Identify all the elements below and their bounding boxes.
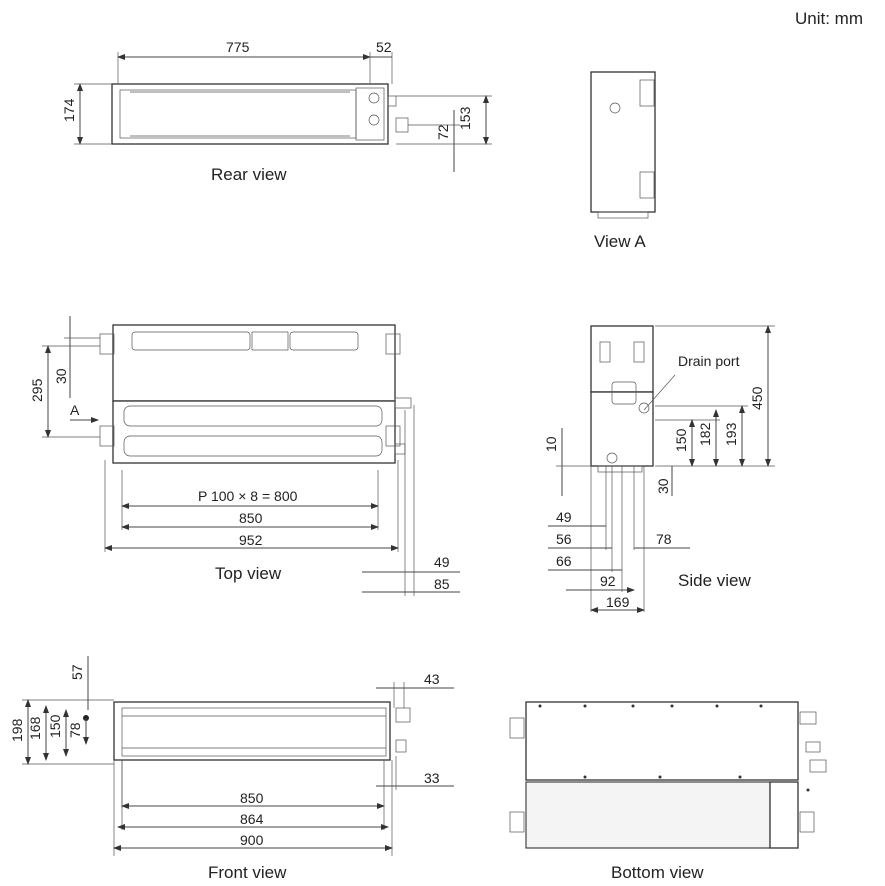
side-view: 450 193 182 150 30 10 Drain port 49 56 6… bbox=[543, 325, 775, 613]
dim-168: 168 bbox=[27, 716, 43, 740]
front-view: 850 864 900 198 168 150 78 57 43 33 Fron… bbox=[9, 656, 454, 882]
dim-33: 33 bbox=[424, 770, 440, 786]
dim-850-front: 850 bbox=[240, 790, 264, 806]
top-view: P 100 × 8 = 800 850 952 49 85 295 30 A T… bbox=[29, 316, 460, 596]
view-a: View A bbox=[590, 71, 656, 251]
front-view-title: Front view bbox=[208, 863, 287, 882]
hanger-icon bbox=[799, 811, 815, 833]
drain-port-label: Drain port bbox=[678, 353, 740, 369]
bottom-pipe-icon bbox=[805, 741, 821, 753]
top-upper-body bbox=[112, 324, 396, 402]
pipe-icon bbox=[394, 397, 412, 409]
dim-450: 450 bbox=[749, 386, 765, 410]
dim-153: 153 bbox=[457, 106, 473, 130]
dim-952: 952 bbox=[239, 532, 263, 548]
dim-66: 66 bbox=[556, 553, 572, 569]
bottom-upper-body bbox=[525, 701, 799, 781]
side-upper-body bbox=[590, 325, 654, 393]
dim-30-top: 30 bbox=[53, 368, 69, 384]
dim-pitch: P 100 × 8 = 800 bbox=[198, 488, 298, 504]
dim-78-front: 78 bbox=[67, 722, 83, 738]
view-a-body bbox=[590, 71, 656, 213]
dim-30-side: 30 bbox=[655, 478, 671, 494]
unit-label: Unit: mm bbox=[795, 9, 863, 28]
dim-775: 775 bbox=[226, 39, 250, 55]
dim-10: 10 bbox=[543, 436, 559, 452]
dim-57: 57 bbox=[69, 664, 85, 680]
view-a-title: View A bbox=[594, 232, 646, 251]
hanger-icon bbox=[509, 717, 525, 739]
dim-72: 72 bbox=[435, 124, 451, 140]
rear-port-icon bbox=[368, 92, 380, 104]
hanger-icon bbox=[99, 425, 115, 447]
bottom-pipe-icon bbox=[809, 759, 827, 773]
hanger-icon bbox=[385, 333, 401, 355]
bottom-view-title: Bottom view bbox=[611, 863, 704, 882]
dim-864: 864 bbox=[240, 811, 264, 827]
dim-85-top: 85 bbox=[434, 576, 450, 592]
rear-pipe-icon bbox=[395, 117, 409, 133]
front-pipe-icon bbox=[395, 707, 411, 723]
dim-193: 193 bbox=[723, 422, 739, 446]
dim-52: 52 bbox=[376, 39, 392, 55]
dim-900: 900 bbox=[240, 832, 264, 848]
dim-198: 198 bbox=[9, 718, 25, 742]
dim-49-side: 49 bbox=[556, 509, 572, 525]
dim-174: 174 bbox=[61, 98, 77, 122]
arrow-a-label: A bbox=[70, 402, 80, 418]
dim-150-side: 150 bbox=[673, 428, 689, 452]
hanger-icon bbox=[99, 333, 115, 355]
top-lower-body bbox=[112, 400, 396, 464]
hanger-icon bbox=[509, 811, 525, 833]
top-view-title: Top view bbox=[215, 564, 282, 583]
rear-body bbox=[111, 83, 389, 145]
dim-169: 169 bbox=[606, 594, 630, 610]
dim-49-top: 49 bbox=[434, 554, 450, 570]
rear-view: 775 52 174 153 72 Rear view bbox=[61, 39, 492, 184]
dim-150-front: 150 bbox=[47, 714, 63, 738]
hanger-icon bbox=[385, 425, 401, 447]
dim-850-top: 850 bbox=[239, 510, 263, 526]
view-a-port-icon bbox=[609, 102, 621, 114]
side-view-title: Side view bbox=[678, 571, 751, 590]
dim-92: 92 bbox=[600, 573, 616, 589]
dim-43: 43 bbox=[424, 671, 440, 687]
drain-port-icon bbox=[638, 402, 650, 414]
rear-view-title: Rear view bbox=[211, 165, 287, 184]
bottom-lower-body bbox=[525, 781, 771, 849]
dim-78-side: 78 bbox=[656, 531, 672, 547]
dim-56: 56 bbox=[556, 531, 572, 547]
dim-182: 182 bbox=[697, 422, 713, 446]
rear-port-icon bbox=[368, 114, 380, 126]
front-body bbox=[113, 701, 391, 761]
bottom-view: Bottom view bbox=[509, 701, 827, 882]
dim-295: 295 bbox=[29, 378, 45, 402]
